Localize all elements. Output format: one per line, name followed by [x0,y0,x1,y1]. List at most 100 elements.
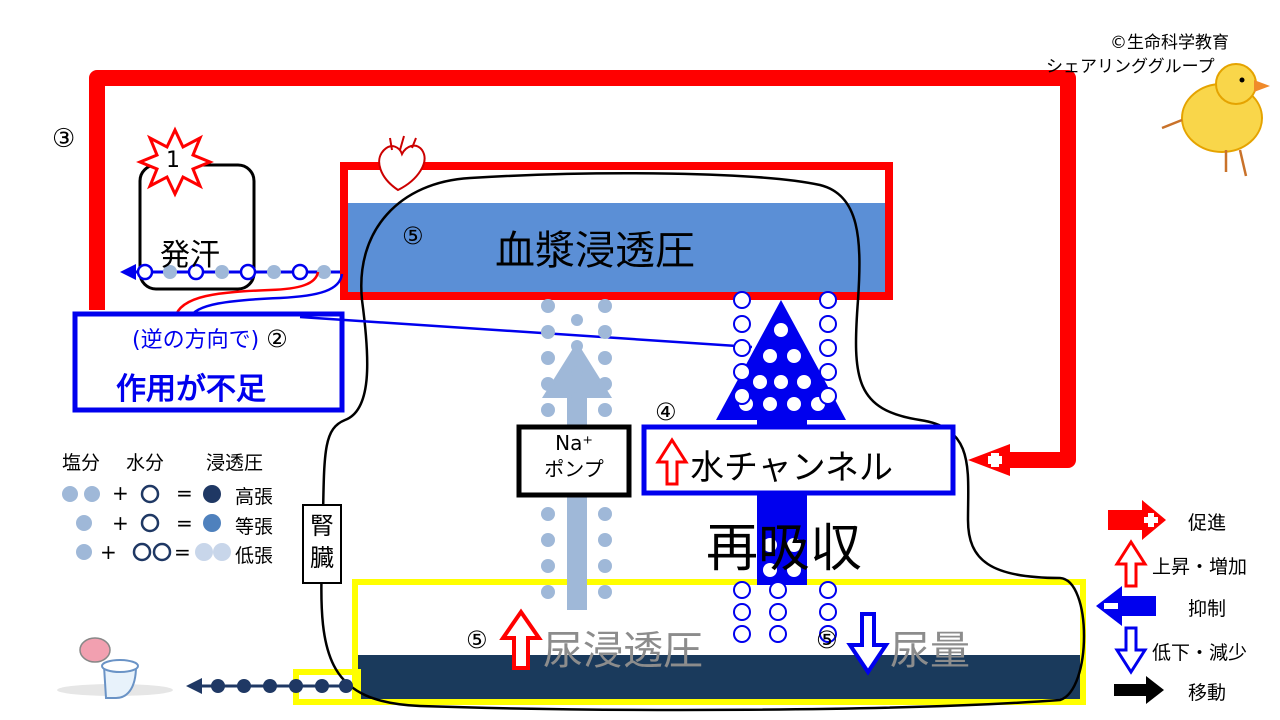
water-bubble [769,603,787,621]
osmo-header-salt: 塩分 [62,452,101,474]
adh-to-channel-line [299,315,753,349]
salt-symbol [84,486,100,502]
water-bubble [819,387,837,405]
salt-dot [598,559,612,573]
pump-label-line1: Na⁺ [555,431,593,455]
heart-icon [378,135,426,192]
water-bubble [787,563,801,577]
copyright-line2: シェアリンググループ [1046,57,1215,77]
channel-box [641,424,956,496]
salt-dot [598,533,612,547]
salt-dot [571,366,583,378]
kidney-outline [320,172,1086,712]
water-bubbles [733,291,837,643]
water-bubble [787,349,801,363]
step-4-label: ④ [655,398,677,426]
urine-out-dots [211,679,353,693]
legend-increase-icon [1114,539,1148,588]
osmo-row2-result: 等張 [235,516,274,538]
plasma-box [340,162,893,300]
chick-drawing [1161,63,1270,177]
water-bubble [787,538,801,552]
salt-symbol [62,486,78,502]
step-3-label: ③ [52,124,76,154]
legend-increase-label: 上昇・増加 [1152,556,1248,578]
urine-dot [237,679,251,693]
salt-dot [541,585,555,599]
water-bubble [733,603,751,621]
step-5-urine-osm-label: ⑤ [466,626,488,654]
urine-osmolality-label: 尿浸透圧 [543,628,703,674]
channel-label: 水チャンネル [690,448,893,488]
sweat-flow-arrowhead [120,264,136,280]
water-bubble [239,263,257,281]
step-1-label: 1 [166,148,180,173]
legend-promote-label: 促進 [1188,512,1227,534]
hypertonic-symbol [203,485,221,503]
salt-bubble [267,265,281,279]
urine-volume-label: 尿量 [890,628,970,674]
legend-move-label: 移動 [1188,682,1227,704]
increase-icon-channel [655,437,689,486]
water-bubble [819,625,837,643]
salt-bubble [317,265,331,279]
salt-dot [541,299,555,313]
urine-dot [339,679,353,693]
pump-label: Na⁺ ポンプ [519,430,629,482]
toilet-icon [57,637,173,699]
decrease-icon-urine [846,612,890,676]
step-5-urine-vol-label: ⑤ [816,626,838,654]
increase-icon-urine [499,608,543,670]
water-bubble [136,263,154,281]
step-5-plasma-label: ⑤ [402,222,424,250]
plasma-fill [344,203,889,296]
kidney-label: 腎臓 [310,512,334,572]
urine-dot [315,679,329,693]
legend-decrease-icon [1114,626,1148,675]
salt-dot [571,340,583,352]
salt-dot [598,299,612,313]
water-bubble [819,291,837,309]
salt-dot [571,314,583,326]
osmo-row3-result: 低張 [235,545,274,567]
salt-dot [598,377,612,391]
water-bubble [753,375,767,389]
urine-out-arrowhead [186,678,202,694]
water-bubble [291,263,309,281]
salt-dot [571,392,583,404]
osmo-legend-symbols [62,484,231,562]
water-bubble [733,315,751,333]
adh-blue-curve [188,273,344,319]
salt-dot [598,325,612,339]
water-bubble [769,625,787,643]
water-bubble [819,315,837,333]
legend-decrease-label: 低下・減少 [1152,642,1248,664]
adh-red-curve [173,271,320,319]
water-bubble [733,363,751,381]
salt-symbol [76,515,92,531]
feedback-loop-line [89,70,1076,468]
osmo-row1-eq: = [176,481,193,505]
water-bubble [733,339,751,357]
water-bubble [819,363,837,381]
salt-symbol [76,544,92,560]
urine-dot [289,679,303,693]
hypotonic-symbol [213,543,231,561]
plasma-label: 血漿浸透圧 [495,228,695,274]
burst-icon [136,126,214,198]
promote-arrow-icon [968,444,1010,476]
pump-box [516,424,632,498]
kidney-box [302,504,342,584]
water-bubble [733,387,751,405]
adh-box [72,311,345,413]
water-symbol [152,542,172,562]
water-bubble [797,375,811,389]
water-symbol [140,513,160,533]
salt-dot [598,403,612,417]
hypotonic-symbol [195,543,213,561]
adh-insufficient-label: 作用が不足 [116,372,266,407]
legend-move-icon [1114,676,1164,704]
osmo-row3-eq: = [174,540,191,564]
sweat-label: 発汗 [160,238,220,273]
salt-bubble [163,265,177,279]
